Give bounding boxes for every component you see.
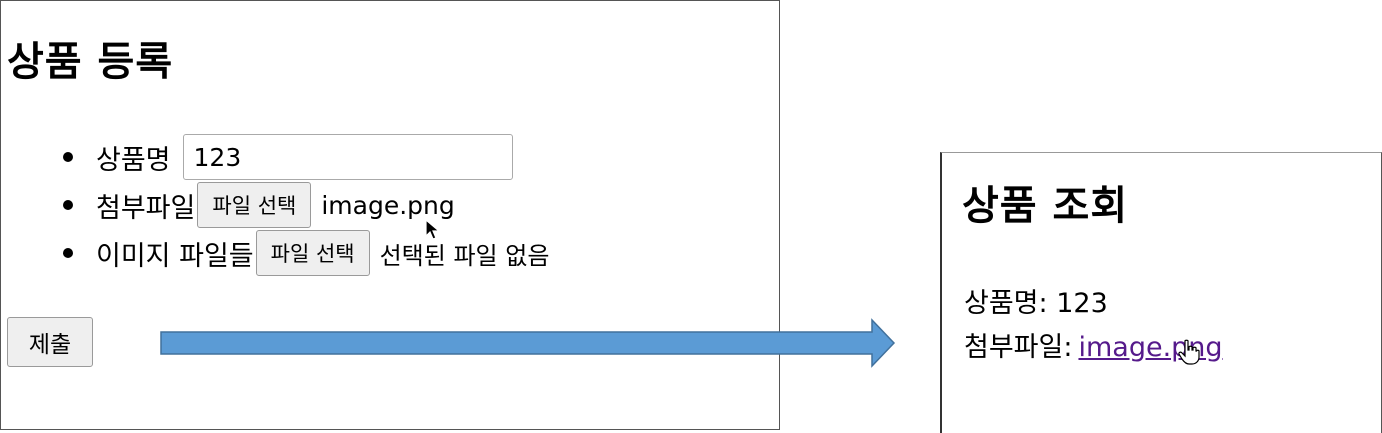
field-item-name: 상품명 [1,133,549,181]
field-image-files: 이미지 파일들 파일 선택 선택된 파일 없음 [1,229,549,277]
bullet-icon [63,152,73,162]
bullet-icon [63,200,73,210]
attachment-download-link[interactable]: image.png [1078,332,1223,363]
product-view-panel: 상품 조회 상품명: 123 첨부파일:image.png [940,152,1382,433]
field-label-name: 상품명 [96,144,171,176]
page-title: 상품 등록 [7,39,174,85]
right-arrow-icon [160,318,896,368]
item-name-row: 상품명: 123 [964,281,1108,320]
item-name-input[interactable] [182,134,513,180]
arrow-cursor-icon [425,219,441,240]
field-label-attach-file: 첨부파일 [96,192,196,224]
field-label-image-files: 이미지 파일들 [96,240,254,272]
hand-pointer-icon [1178,339,1200,365]
attach-file-choose-button[interactable]: 파일 선택 [197,182,312,228]
image-files-choose-button[interactable]: 파일 선택 [255,230,370,276]
bullet-icon [63,248,73,258]
form-field-list: 상품명 첨부파일 파일 선택 image.png 이미지 파일들 파일 선택 선… [1,133,549,277]
field-attach-file: 첨부파일 파일 선택 image.png [1,181,549,229]
submit-button[interactable]: 제출 [7,317,93,367]
item-name-label: 상품명: [964,288,1048,319]
item-name-value: 123 [1056,288,1108,319]
product-register-panel: 상품 등록 상품명 첨부파일 파일 선택 image.png 이미지 파일들 파… [0,0,780,430]
attach-file-status: image.png [321,190,455,220]
page-title: 상품 조회 [962,183,1129,229]
image-files-status: 선택된 파일 없음 [379,241,550,270]
attachment-label: 첨부파일: [964,332,1073,363]
